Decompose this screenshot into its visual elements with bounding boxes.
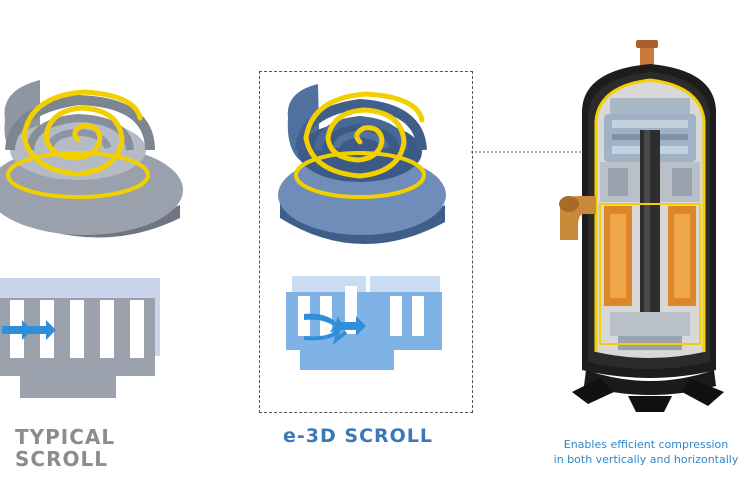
- typical-scroll-label-line1: TYPICAL: [15, 425, 116, 449]
- typical-scroll-icon: [0, 80, 183, 238]
- caption-line1: Enables efficient compression: [563, 438, 729, 451]
- caption-line2: in both vertically and horizontally: [553, 452, 739, 466]
- typical-cross-section: [0, 278, 160, 398]
- compressor-caption: Enables efficient compression in both ve…: [540, 438, 750, 468]
- compressor-icon: [559, 40, 724, 412]
- typical-scroll-label: TYPICAL SCROLL: [15, 426, 115, 470]
- e3d-cross-section: [286, 276, 442, 370]
- typical-scroll-label-line2: SCROLL: [15, 447, 108, 471]
- e3d-highlight-frame: [259, 71, 473, 413]
- e3d-scroll-label: e-3D SCROLL: [283, 425, 434, 447]
- e3d-scroll-icon: [278, 84, 446, 245]
